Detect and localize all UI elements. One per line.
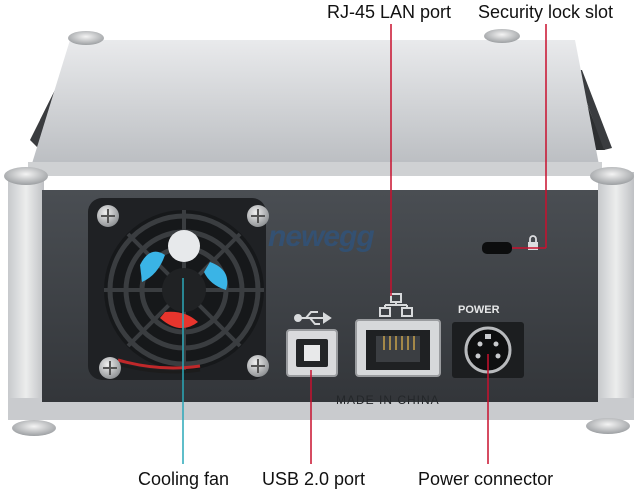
- padlock-icon: [528, 235, 538, 250]
- cooling-fan: [88, 198, 266, 380]
- foot-top-right: [484, 29, 520, 43]
- network-icon: [379, 293, 413, 317]
- power-connector: [452, 322, 524, 378]
- rj45-port-label: RJ-45 LAN port: [327, 2, 452, 22]
- usb-port: [286, 329, 338, 377]
- made-in-marking: MADE IN CHINA: [336, 393, 440, 407]
- foot-corner-top-left: [4, 167, 48, 185]
- foot-corner-top-right: [590, 167, 634, 185]
- security-lock-label: Security lock slot: [478, 2, 614, 22]
- usb-icon: [294, 311, 332, 325]
- foot-corner-bottom-left: [12, 420, 56, 436]
- power-marking: POWER: [458, 304, 500, 316]
- callout-lines: [182, 24, 547, 464]
- foot-top-left: [68, 31, 104, 45]
- fan-screws: [97, 205, 269, 379]
- rj45-port: [355, 319, 441, 377]
- watermark-logo: newegg: [268, 220, 375, 253]
- cooling-fan-label: Cooling fan: [138, 469, 230, 489]
- usb-port-label: USB 2.0 port: [262, 469, 366, 489]
- power-connector-label: Power connector: [418, 469, 554, 489]
- frame-bottom: [8, 398, 634, 420]
- security-lock-slot: [482, 242, 512, 254]
- foot-corner-bottom-right: [586, 418, 630, 434]
- frame-left: [8, 172, 44, 402]
- chassis-top: [30, 40, 600, 170]
- frame-right: [598, 172, 634, 402]
- chassis-top-edge: [28, 162, 602, 176]
